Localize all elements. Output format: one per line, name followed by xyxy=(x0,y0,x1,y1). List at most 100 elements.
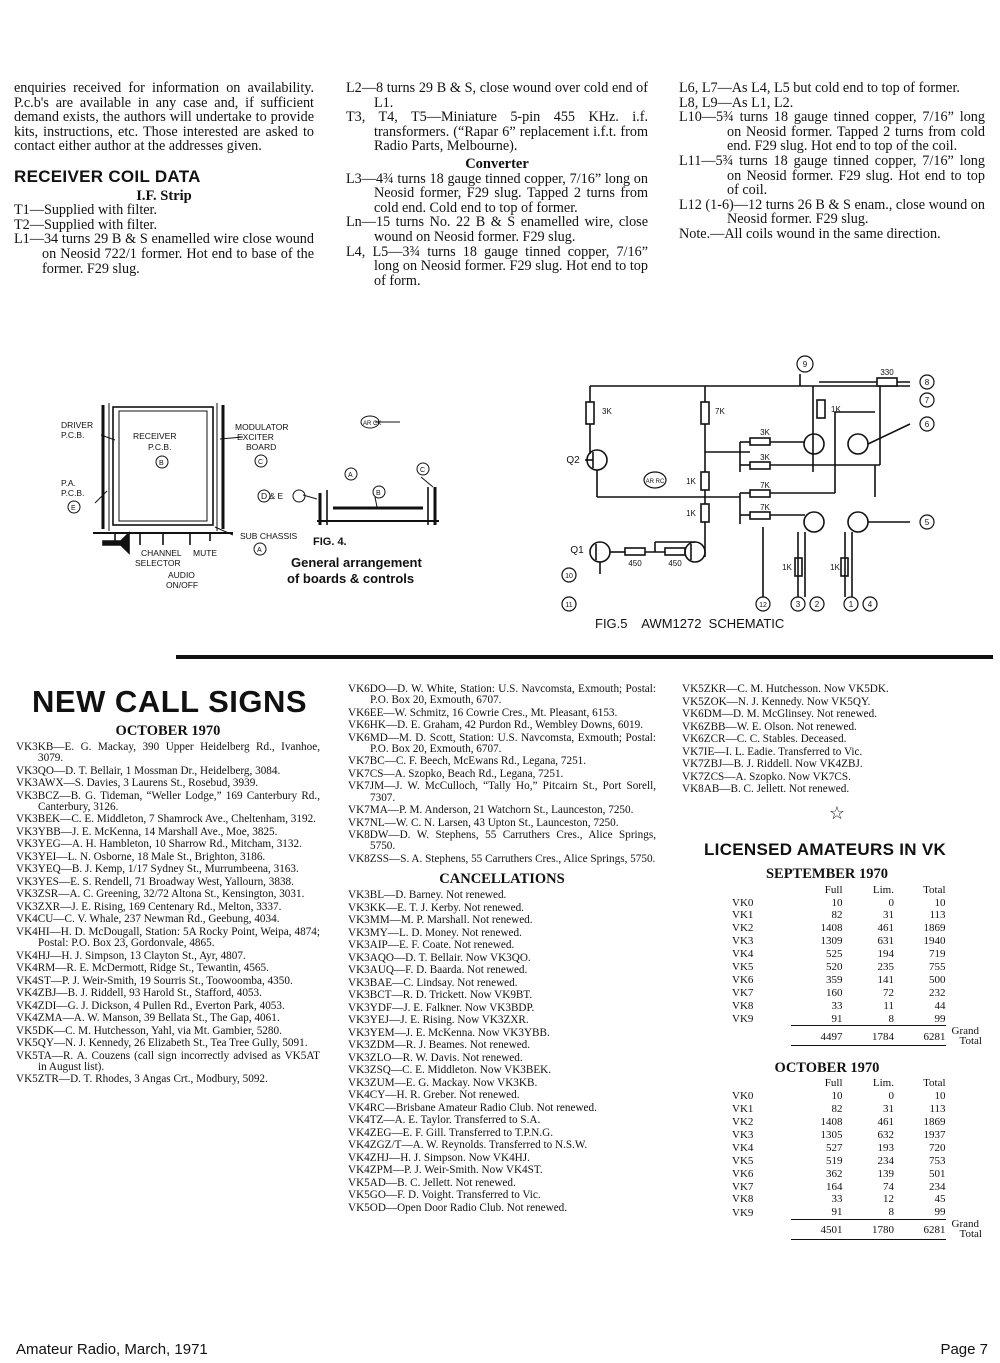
count-cell: 525 xyxy=(826,948,843,961)
exciter-label: EXCITER xyxy=(237,432,274,442)
if-strip-subheading: I.F. Strip xyxy=(136,187,192,204)
count-cell: 631 xyxy=(877,935,894,948)
pa-label: P.A. xyxy=(61,478,76,488)
count-cell: 1869 xyxy=(923,1116,946,1129)
call-sign-entry: VK4ST—P. J. Weir-Smith, 19 Sourris St., … xyxy=(16,974,293,987)
count-cell: 520 xyxy=(826,960,843,973)
call-sign-entry: VK7CS—A. Szopko, Beach Rd., Legana, 7251… xyxy=(348,767,564,780)
count-cell: 8 xyxy=(888,1012,894,1025)
cancellation-entry: VK4CY—H. R. Greber. Not renewed. xyxy=(348,1089,520,1102)
count-cell: 234 xyxy=(929,1180,946,1193)
total-cell: 4497 xyxy=(791,1025,843,1046)
cancellation-entry: VK3BCT—R. D. Trickett. Now VK9BT. xyxy=(348,989,533,1002)
de-label: D & E xyxy=(261,491,284,501)
cancellation-entry: VK7ZBJ—B. J. Riddell. Now VK4ZBJ. xyxy=(682,758,863,770)
fig4-caption-line2: of boards & controls xyxy=(287,571,414,586)
fig4-caption-line1: General arrangement xyxy=(291,555,422,570)
cancellation-entry: VK4RC—Brisbane Amateur Radio Club. Not r… xyxy=(348,1101,597,1114)
cancellation-entry: VK4ZGZ/T—A. W. Reynolds. Transferred to … xyxy=(348,1139,588,1152)
channel-label: CHANNEL xyxy=(141,548,182,558)
count-cell: 719 xyxy=(929,948,946,961)
audio-label: AUDIO xyxy=(168,570,195,580)
mute-label: MUTE xyxy=(193,548,217,558)
cancellation-entry: VK3YDF—J. E. Falkner. Now VK3BDP. xyxy=(348,1001,535,1014)
call-sign-entry: VK8ZSS—S. A. Stephens, 55 Carruthers Cre… xyxy=(348,852,656,865)
modulator-label: MODULATOR xyxy=(235,422,289,432)
resistor-330: 330 xyxy=(880,368,894,377)
total-cell: 6281 xyxy=(893,1218,946,1240)
resistor-1k: 1K xyxy=(686,477,696,486)
state-cell: VK4 xyxy=(732,1141,754,1154)
label-a: A xyxy=(257,547,262,554)
coil-item: L2—8 turns 29 B & S, close wound over co… xyxy=(346,80,648,111)
coil-item: L12 (1-6)—12 turns 26 B & S enam., close… xyxy=(679,196,985,228)
licensed-amateurs-heading: LICENSED AMATEURS IN VK xyxy=(704,840,947,860)
coil-item: L11—5¾ turns 18 gauge tinned copper, 7/1… xyxy=(679,152,985,199)
count-cell: 527 xyxy=(826,1141,843,1154)
cancellation-entry: VK3KK—E. T. J. Kerby. Not renewed. xyxy=(348,901,524,914)
driver-label: DRIVER xyxy=(61,420,93,430)
terminal-4: 4 xyxy=(868,600,873,609)
count-cell: 1940 xyxy=(923,935,946,948)
call-sign-entry: VK5ZTR—D. T. Rhodes, 3 Angas Crt., Modbu… xyxy=(16,1073,268,1086)
count-cell: 500 xyxy=(929,973,946,986)
coil-item: L4, L5—3¾ turns 18 gauge tinned copper, … xyxy=(346,243,648,289)
coil-item: T3, T4, T5—Miniature 5-pin 455 KHz. i.f.… xyxy=(346,109,648,155)
coil-item: Ln—15 turns No. 22 B & S enamelled wire,… xyxy=(346,214,648,245)
state-cell: VK5 xyxy=(732,960,754,973)
sub-chassis-label: SUB CHASSIS xyxy=(240,531,297,541)
count-cell: 461 xyxy=(877,1116,894,1129)
count-cell: 235 xyxy=(877,960,894,973)
arck-label: AR CK xyxy=(363,421,381,427)
fig5-caption: FIG.5 AWM1272 SCHEMATIC xyxy=(595,616,784,631)
count-cell: 232 xyxy=(929,986,946,999)
state-cell: VK9 xyxy=(732,1206,754,1219)
cancellation-entry: VK7IE—I. L. Eadie. Transferred to Vic. xyxy=(682,745,863,758)
cancellations-heading: CANCELLATIONS xyxy=(439,871,565,888)
cancellation-entry: VK5ZOK—N. J. Kennedy. Now VK5QY. xyxy=(682,695,871,708)
count-cell: 82 xyxy=(831,1103,843,1116)
call-sign-entry: VK5TA—R. A. Couzens (call sign incorrect… xyxy=(16,1049,320,1073)
cancellation-entry: VK3ZSQ—C. E. Middleton. Now VK3BEK. xyxy=(348,1064,552,1077)
onoff-label: ON/OFF xyxy=(166,580,198,590)
board-label: BOARD xyxy=(246,442,276,452)
count-cell: 0 xyxy=(888,1090,894,1103)
label-b: B xyxy=(159,460,164,467)
count-cell: 33 xyxy=(831,1193,843,1206)
coil-item: L10—5¾ turns 18 gauge tinned copper, 7/1… xyxy=(679,109,985,155)
count-cell: 10 xyxy=(934,1090,946,1103)
cancellation-entry: VK3ZUM—E. G. Mackay. Now VK3KB. xyxy=(348,1076,538,1089)
cancellation-entry: VK3BL—D. Barney. Not renewed. xyxy=(348,889,507,902)
count-cell: 359 xyxy=(826,973,843,986)
count-cell: 1869 xyxy=(923,922,946,935)
resistor-7k: 7K xyxy=(760,503,770,512)
total-cell: 1784 xyxy=(842,1025,894,1046)
intro-paragraph: enquiries received for information on av… xyxy=(14,80,314,155)
october-1970-subheading: OCTOBER 1970 xyxy=(115,723,221,739)
cancellation-entry: VK8AB—B. C. Jellett. Not renewed. xyxy=(682,783,850,795)
call-sign-entry: VK4HI—H. D. McDougall, Station: 5A Rocky… xyxy=(16,925,320,950)
count-cell: 1309 xyxy=(820,935,843,948)
column-header: Full xyxy=(824,1077,843,1090)
count-cell: 12 xyxy=(882,1193,894,1206)
count-cell: 10 xyxy=(934,896,946,909)
coil-item: L3—4¾ turns 18 gauge tinned copper, 7/16… xyxy=(346,170,648,216)
coil-data-column-3: L6, L7—As L4, L5 but cold end to top of … xyxy=(679,81,985,242)
cancellation-entry: VK3ZLO—R. W. Davis. Not renewed. xyxy=(348,1051,523,1064)
call-sign-list: VK6DO—D. W. White, Station: U.S. Navcoms… xyxy=(348,683,656,865)
call-sign-entry: VK3YEG—A. H. Hambleton, 10 Sharrow Rd., … xyxy=(16,838,302,851)
call-sign-entry: VK3YBB—J. E. McKenna, 14 Marshall Ave., … xyxy=(16,825,278,838)
call-sign-entry: VK7JM—J. W. McCulloch, “Tally Ho,” Pitca… xyxy=(348,780,656,804)
call-sign-entry: VK6MD—M. D. Scott, Station: U.S. Navcoms… xyxy=(348,731,656,755)
count-cell: 74 xyxy=(882,1180,894,1193)
grand-label: Grand xyxy=(951,1218,980,1231)
pa-pcb-label: P.C.B. xyxy=(61,488,84,498)
